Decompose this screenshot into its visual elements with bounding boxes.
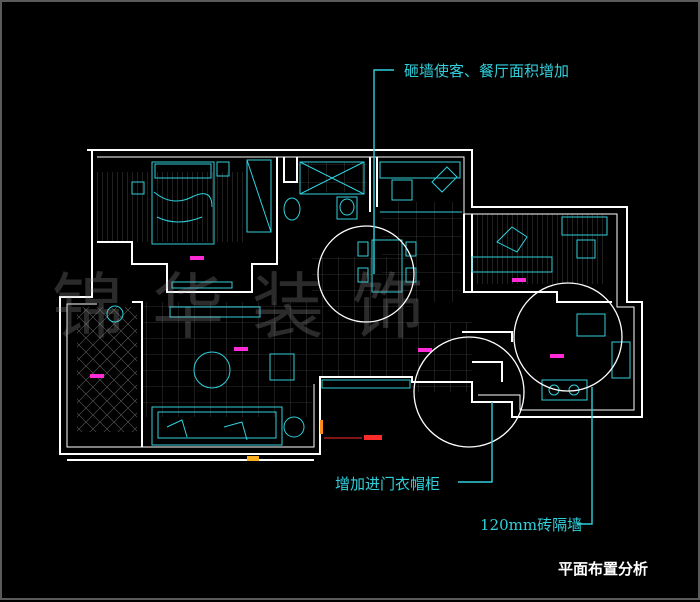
entry-cabinet (321, 379, 411, 389)
leader-top-note (373, 69, 394, 274)
entry-annotation: 增加进门衣帽柜 (335, 475, 440, 493)
wardrobe-cross (246, 159, 272, 233)
second-bedroom-furniture (471, 216, 608, 273)
second-bedroom-floor (472, 214, 607, 284)
wardrobe (246, 159, 272, 233)
analysis-circle-entry (413, 336, 525, 448)
living-room-furniture (106, 305, 305, 446)
entry-tag (364, 435, 382, 440)
balcony-floor (77, 307, 137, 432)
window-mark (247, 456, 259, 461)
analysis-circle-partition (513, 282, 623, 392)
room-tag-living (234, 347, 248, 351)
leader-entry-note (458, 402, 493, 483)
master-bed (131, 161, 230, 245)
entry-door-mark (320, 420, 323, 434)
top-annotation: 砸墙使客、餐厅面积增加 (404, 62, 569, 80)
watermark: 锦华装饰 (52, 265, 452, 349)
leader-wall-note (577, 387, 593, 525)
study-floor (382, 202, 462, 302)
study-furniture (379, 161, 462, 213)
wall-annotation: 120mm砖隔墙 (480, 516, 582, 534)
room-tag-kitchen (550, 354, 564, 358)
bay-window-sill (171, 281, 233, 289)
room-tag-master (190, 256, 204, 260)
room-tag-bedroom2 (512, 278, 526, 282)
bathroom-fixtures (283, 161, 365, 221)
room-tag-dining (418, 348, 432, 352)
entry-floor (412, 322, 472, 392)
room-tag-balcony (90, 374, 104, 378)
bathroom-floor (297, 162, 367, 192)
analysis-circle-dining-wall (317, 225, 415, 323)
exterior-walls (59, 149, 643, 461)
interior-walls (97, 157, 612, 447)
drawing-title: 平面布置分析 (558, 560, 648, 578)
master-bedroom-floor (97, 172, 247, 242)
